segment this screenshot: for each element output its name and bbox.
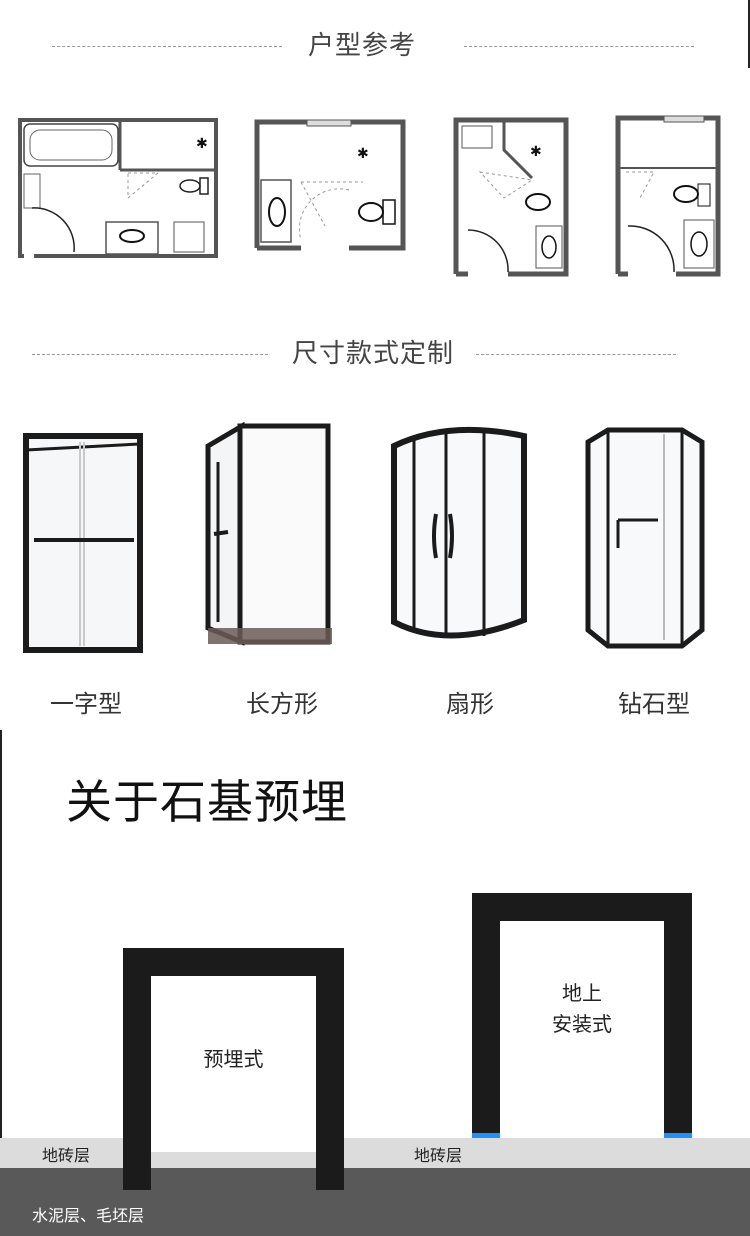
seal-strip-right bbox=[664, 1133, 692, 1138]
rectangle-enclosure-icon bbox=[204, 422, 334, 652]
svg-text:✱: ✱ bbox=[357, 146, 369, 162]
divider-dash-left bbox=[32, 354, 268, 355]
embedded-label: 预埋式 bbox=[203, 1047, 264, 1071]
svg-text:✱: ✱ bbox=[530, 144, 542, 160]
section-header-layout: 户型参考 bbox=[0, 26, 750, 66]
divider-dash-right bbox=[464, 46, 694, 47]
tile-layer-label: 地砖层 bbox=[42, 1146, 91, 1165]
svg-text:✱: ✱ bbox=[196, 136, 208, 152]
door-style-label: 扇形 bbox=[446, 690, 494, 718]
seal-strip-left bbox=[472, 1133, 500, 1138]
stone-base-title: 关于石基预埋 bbox=[66, 775, 348, 829]
door-style-label: 长方形 bbox=[246, 690, 318, 718]
section-title-layout: 户型参考 bbox=[308, 31, 417, 61]
divider-dash-right bbox=[476, 354, 676, 355]
quadrant-enclosure-icon bbox=[388, 424, 530, 650]
diamond-enclosure-icon bbox=[584, 424, 706, 650]
above-ground-label-line1: 地上 bbox=[562, 981, 602, 1005]
page-edge-line bbox=[748, 0, 750, 68]
section-title-size-style: 尺寸款式定制 bbox=[292, 339, 455, 369]
floor-plan-2: ✱ bbox=[253, 118, 407, 252]
tile-layer-label: 地砖层 bbox=[414, 1146, 463, 1165]
divider-dash-left bbox=[52, 46, 282, 47]
floor-plan-3: ✱ bbox=[452, 116, 570, 278]
tile-layer bbox=[0, 1138, 750, 1168]
section-header-size-style: 尺寸款式定制 bbox=[0, 334, 750, 374]
floor-plan-1: ✱ bbox=[18, 118, 218, 258]
door-style-label: 钻石型 bbox=[618, 690, 690, 718]
above-ground-frame-opening bbox=[500, 921, 664, 1138]
door-style-label: 一字型 bbox=[50, 690, 122, 718]
sliding-door-icon bbox=[22, 426, 144, 656]
cement-layer-label: 水泥层、毛坯层 bbox=[32, 1206, 145, 1225]
stone-base-panel bbox=[0, 730, 750, 1236]
above-ground-label-line2: 安装式 bbox=[552, 1012, 612, 1036]
floor-plan-4 bbox=[614, 114, 722, 278]
embedded-tile-fill bbox=[151, 1152, 316, 1168]
embedded-cement-fill bbox=[151, 1168, 316, 1190]
